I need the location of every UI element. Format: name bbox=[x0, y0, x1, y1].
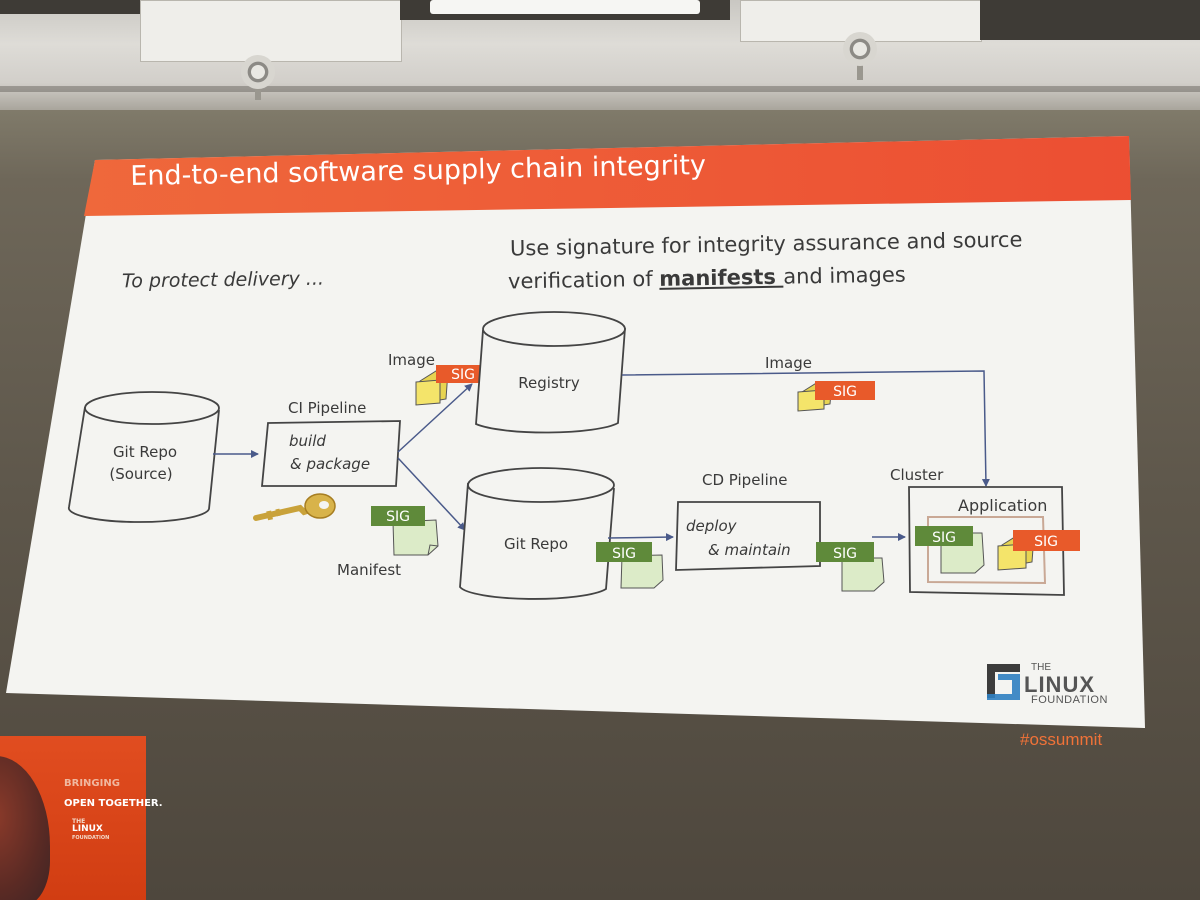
arrow-registry-to-cluster bbox=[621, 370, 990, 487]
cluster-label: Cluster bbox=[890, 466, 944, 484]
cd-box-line2: & maintain bbox=[708, 541, 791, 559]
image-label-right: Image bbox=[765, 354, 812, 372]
sig-badge: SIG bbox=[815, 381, 875, 400]
ceiling-beam bbox=[0, 0, 140, 14]
banner-logo-linux: LINUX bbox=[72, 824, 103, 834]
ci-pipeline-label: CI Pipeline bbox=[288, 399, 366, 417]
git-repo-source-cylinder: Git Repo (Source) bbox=[67, 391, 220, 523]
sig-label: SIG bbox=[386, 509, 410, 525]
cd-pipeline-box: deploy & maintain bbox=[675, 501, 821, 571]
sig-badge: SIG bbox=[436, 365, 491, 383]
banner-logo-the: THE bbox=[72, 818, 86, 825]
manifest-file-icon bbox=[392, 519, 439, 556]
arrow-ci-to-git-repo bbox=[397, 457, 466, 531]
ceiling-edge bbox=[0, 86, 1200, 92]
sig-badge-green: SIG bbox=[371, 506, 425, 526]
application-box bbox=[927, 516, 1047, 585]
sensor-stem bbox=[255, 78, 261, 100]
event-hashtag: #ossummit bbox=[1020, 730, 1103, 749]
sig-badge-green: SIG bbox=[915, 526, 973, 546]
cd-pipeline-label: CD Pipeline bbox=[702, 471, 788, 489]
sig-label: SIG bbox=[932, 530, 956, 546]
git-repo-source-label-line2: (Source) bbox=[109, 465, 172, 483]
git-repo-cylinder: Git Repo bbox=[459, 467, 615, 600]
logo-text-foundation: FOUNDATION bbox=[1031, 694, 1108, 706]
sig-badge: SIG bbox=[1013, 530, 1080, 551]
logo-text-the: THE bbox=[1031, 662, 1051, 673]
sensor-stem bbox=[857, 58, 863, 80]
banner-text-line2: OPEN TOGETHER. bbox=[64, 798, 163, 809]
manifest-file-icon bbox=[620, 554, 664, 589]
arrow-git-repo-to-cd bbox=[607, 533, 674, 542]
sig-label: SIG bbox=[833, 546, 857, 562]
sig-label: SIG bbox=[1034, 534, 1058, 550]
banner-logo-foundation: FOUNDATION bbox=[72, 835, 110, 841]
linux-foundation-logo-icon bbox=[987, 664, 1020, 700]
banner-artwork bbox=[0, 756, 50, 900]
ceiling-beam bbox=[980, 0, 1200, 40]
sig-label: SIG bbox=[612, 546, 636, 562]
ci-pipeline-box: build & package bbox=[261, 420, 401, 487]
ci-box-line1: build bbox=[289, 432, 326, 450]
event-banner bbox=[0, 736, 146, 900]
git-repo-label: Git Repo bbox=[504, 535, 568, 553]
logo-text-linux: LINUX bbox=[1024, 672, 1095, 697]
banner-text-line1: BRINGING bbox=[64, 778, 120, 789]
ci-box-line2: & package bbox=[290, 455, 370, 473]
sig-badge-green: SIG bbox=[596, 542, 652, 562]
manifest-file-icon bbox=[841, 557, 885, 592]
ceiling-sensor-icon bbox=[843, 32, 877, 66]
sig-label: SIG bbox=[833, 384, 857, 400]
application-label: Application bbox=[958, 496, 1047, 515]
arrow-ci-to-registry bbox=[397, 383, 473, 453]
registry-label: Registry bbox=[518, 374, 580, 392]
ceiling bbox=[0, 0, 1200, 110]
sig-label: SIG bbox=[451, 367, 475, 383]
cd-box-line1: deploy bbox=[686, 517, 738, 535]
ceiling-light bbox=[430, 0, 700, 14]
registry-cylinder: Registry bbox=[475, 311, 626, 434]
image-label-left: Image bbox=[388, 351, 435, 369]
manifest-label: Manifest bbox=[337, 561, 401, 579]
ceiling-sensor-icon bbox=[241, 55, 275, 89]
key-icon bbox=[253, 493, 336, 521]
sig-badge-green: SIG bbox=[816, 542, 874, 562]
git-repo-source-label-line1: Git Repo bbox=[113, 443, 177, 461]
